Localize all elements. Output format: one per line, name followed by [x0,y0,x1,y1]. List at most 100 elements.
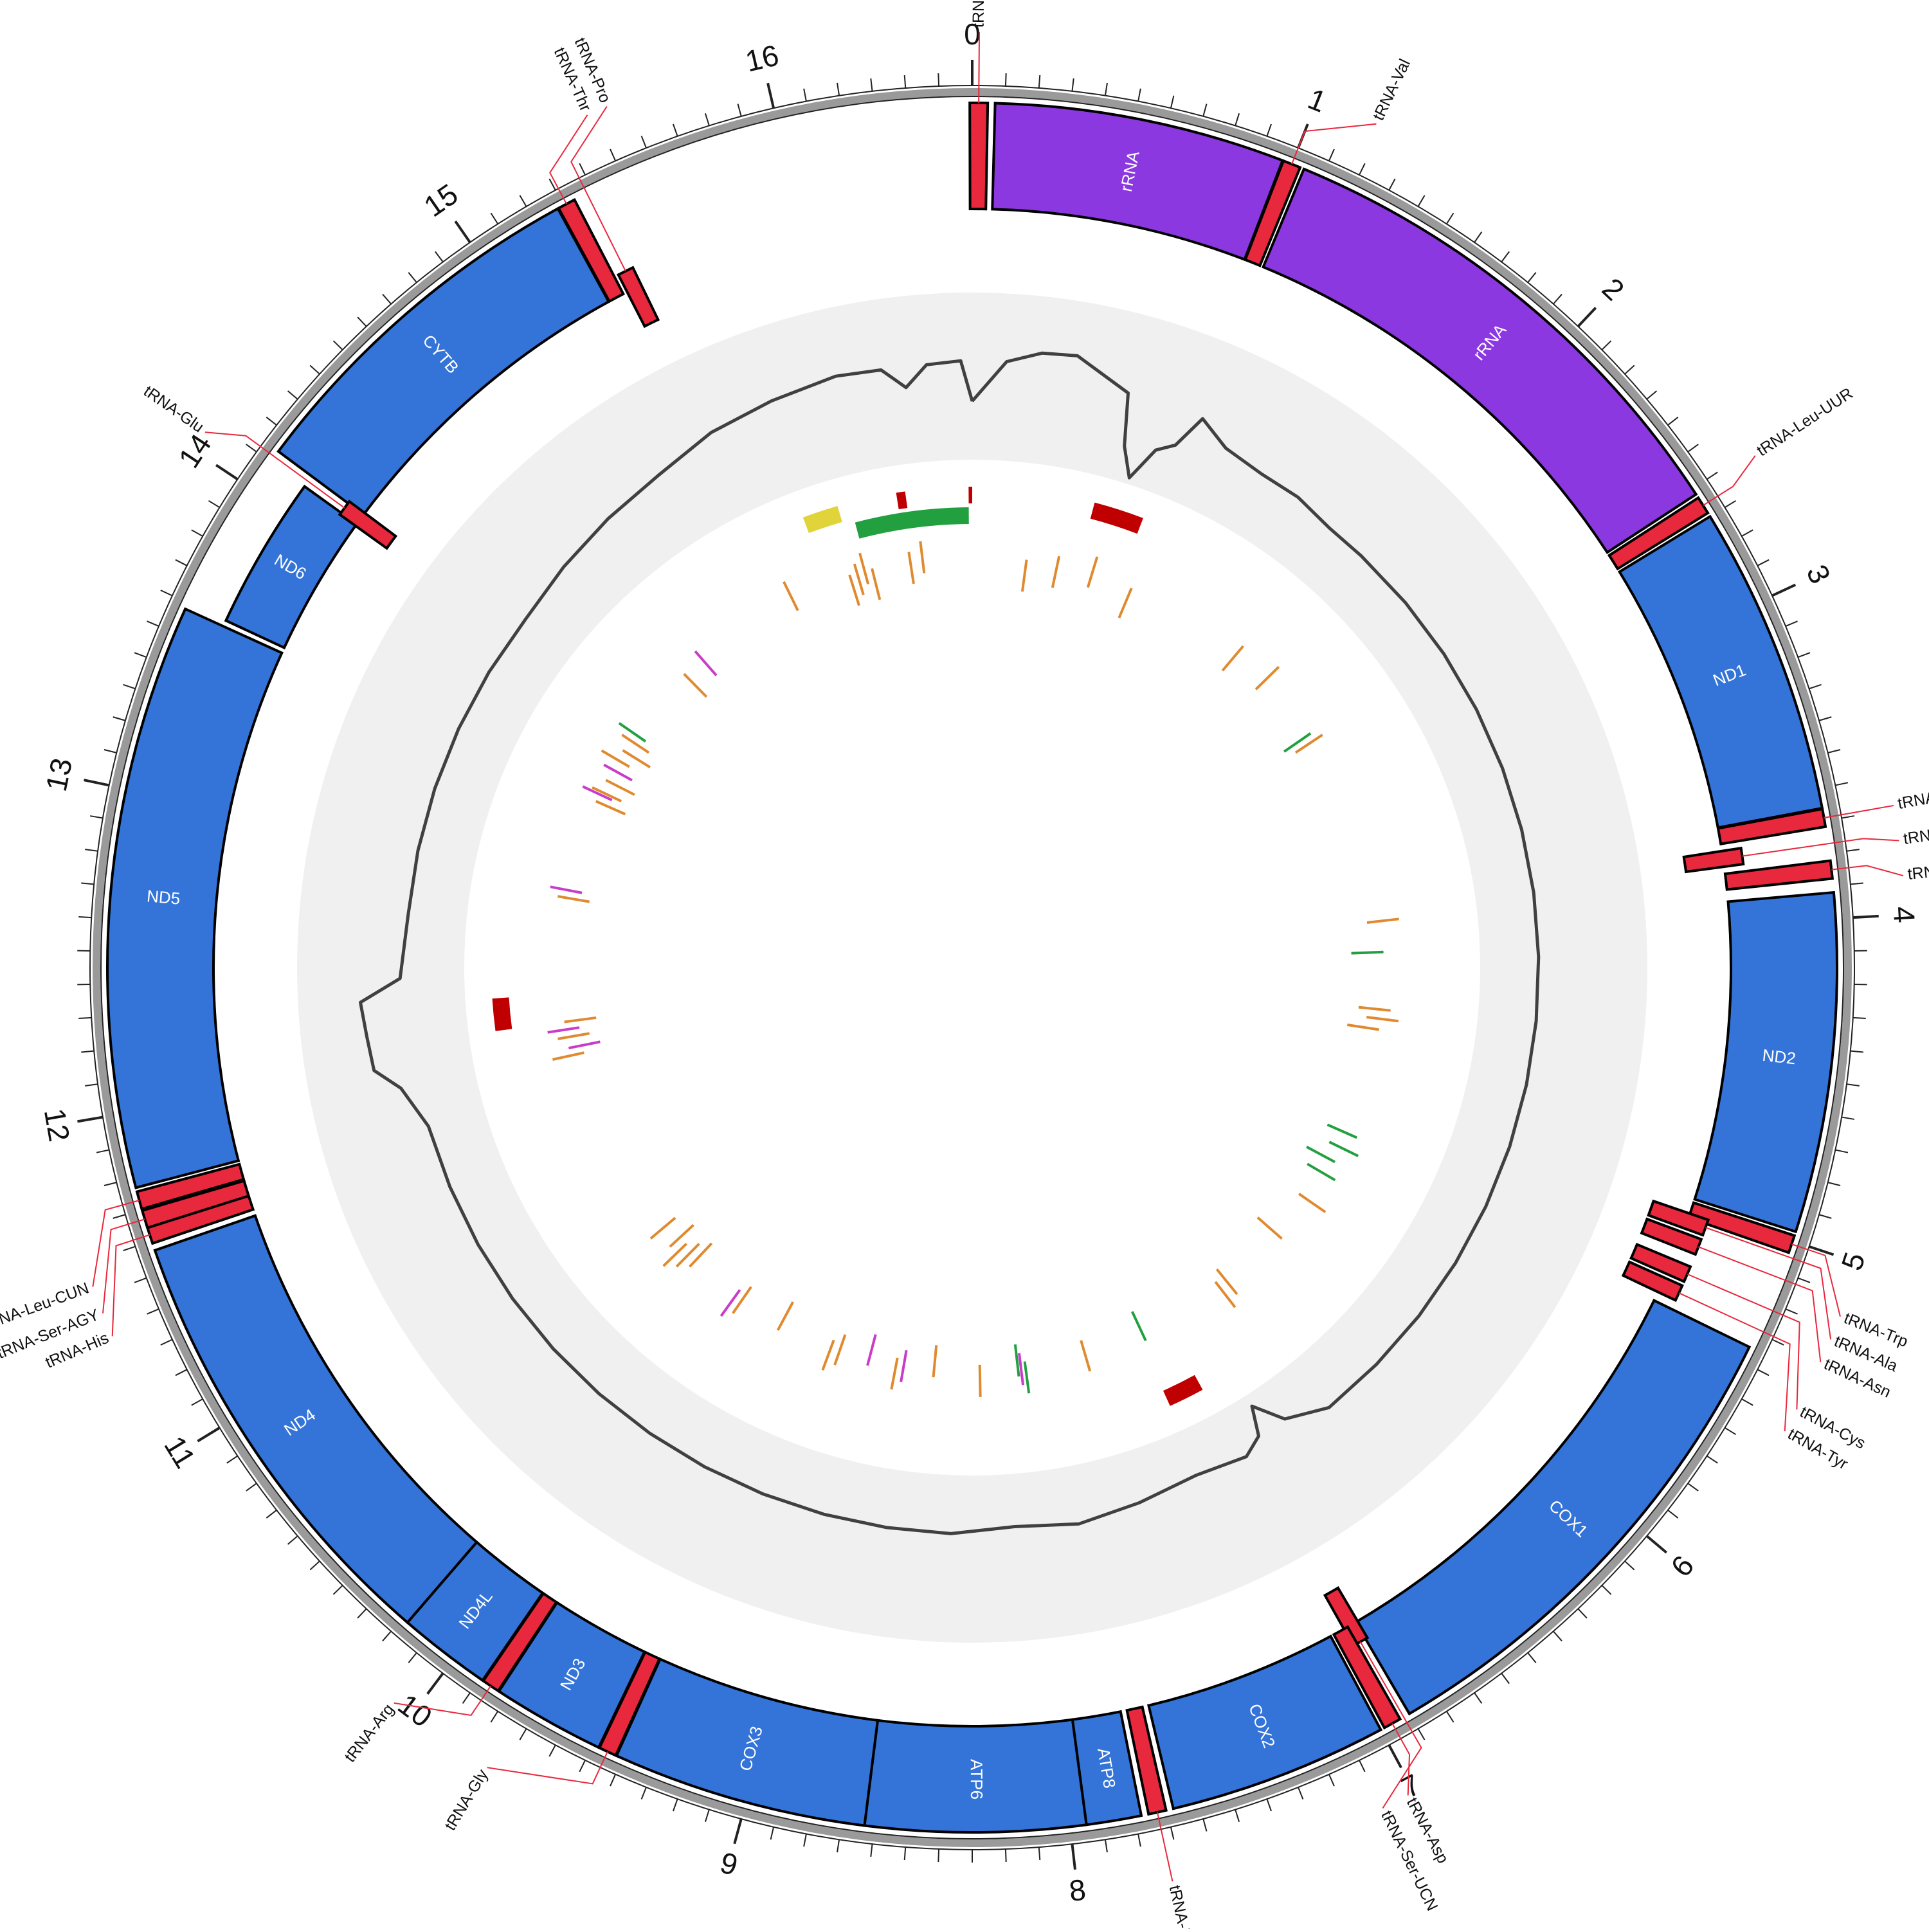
scale-minor-tick [1625,365,1635,374]
feature-tick [670,1225,694,1247]
feature-block [855,507,969,539]
feature-tick [1088,557,1098,588]
scale-minor-tick [1447,1711,1454,1722]
scale-minor-tick [85,849,98,851]
feature-tick [1327,1124,1357,1137]
scale-major-tick [1578,308,1595,327]
feature-block [1163,1375,1202,1406]
scale-minor-tick [134,1278,147,1283]
feature-tick [1296,735,1323,753]
trna-block [619,267,658,326]
scale-minor-tick [1359,1760,1365,1772]
gene-label: ATP6 [967,1759,986,1800]
feature-tick [568,1042,600,1048]
scale-minor-tick [1267,124,1271,136]
scale-minor-tick [266,1510,276,1518]
feature-tick [1307,1147,1335,1162]
scale-minor-tick [208,501,219,507]
scale-minor-tick [1798,1278,1810,1283]
scale-major-tick [1772,585,1795,596]
feature-tick [695,651,716,676]
trna-label: tRNA-Ile [1896,784,1929,813]
scale-minor-tick [123,685,135,689]
scale-major-tick [197,1428,219,1441]
feature-tick [1217,1269,1236,1294]
feature-tick [980,1365,981,1397]
inner-feature-track [493,487,1399,1406]
scale-minor-tick [804,89,806,102]
scale-minor-tick [358,1609,367,1618]
scale-minor-tick [104,750,116,753]
scale-minor-tick [738,104,741,116]
scale-minor-tick [192,530,203,536]
scale-minor-tick [491,213,498,224]
feature-tick [867,1335,876,1366]
scale-major-tick [428,1674,443,1694]
feature-tick [1367,919,1399,923]
trna-label: tRNA-Lys [1166,1884,1198,1929]
trna-label: tRNA-Gln [1902,821,1929,848]
scale-minor-tick [705,113,709,125]
feature-tick [784,582,798,611]
feature-tick [778,1302,793,1330]
trna-label: tRNA-Glu [140,382,207,436]
scale-minor-tick [871,78,872,91]
scale-major-tick [768,83,774,108]
scale-minor-tick [333,341,342,350]
scale-minor-tick [176,560,187,566]
scale-minor-tick [1602,1585,1611,1594]
feature-tick [1119,588,1131,618]
scale-minor-tick [1847,849,1860,851]
scale-minor-tick [1725,1428,1736,1434]
scale-minor-tick [227,1456,238,1463]
feature-tick [565,1018,597,1022]
feature-tick [920,541,924,573]
scale-major-tick [1809,1247,1834,1255]
feature-tick [1307,1164,1335,1180]
scale-minor-tick [771,1827,774,1839]
feature-tick [1015,1344,1019,1377]
scale-minor-tick [1835,1150,1848,1153]
feature-tick [1329,1142,1358,1156]
feature-tick [1359,1007,1391,1011]
feature-tick [550,887,582,892]
trna-block [1684,848,1744,872]
scale-minor-tick [1757,1369,1769,1375]
scale-minor-tick [1688,1483,1698,1491]
scale-minor-tick [1842,816,1854,818]
trna-label: tRNA-Phe [970,0,988,28]
feature-tick [619,723,646,741]
scale-minor-tick [1602,341,1611,350]
scale-minor-tick [1039,1847,1040,1860]
scale-minor-tick [1828,750,1840,753]
scale-minor-tick [1501,1674,1509,1684]
scale-tick-label: 5 [1834,1248,1871,1274]
feature-tick [651,1218,675,1238]
scale-minor-tick [1329,149,1334,161]
scale-minor-tick [1578,1609,1587,1618]
feature-tick [606,780,635,795]
scale-minor-tick [1329,1774,1334,1786]
feature-tick [721,1290,739,1316]
scale-minor-tick [463,1693,470,1703]
scale-major-tick [455,221,470,242]
scale-minor-tick [1742,1399,1753,1405]
scale-minor-tick [1742,530,1753,536]
scale-minor-tick [1298,1787,1303,1800]
scale-minor-tick [1842,1117,1854,1119]
scale-major-tick [84,780,109,785]
feature-tick [689,1243,711,1267]
scale-tick-label: 2 [1596,271,1631,307]
scale-minor-tick [579,163,585,175]
scale-major-tick [77,1117,102,1122]
scale-tick-label: 16 [742,38,782,78]
scale-minor-tick [705,1810,709,1822]
feature-tick [664,1243,687,1266]
scale-minor-tick [1447,213,1454,224]
feature-tick [1284,734,1310,752]
feature-tick [676,1244,699,1267]
feature-tick [934,1345,937,1377]
scale-minor-tick [113,717,125,721]
scale-minor-tick [333,1585,342,1594]
scale-minor-tick [837,1839,839,1852]
